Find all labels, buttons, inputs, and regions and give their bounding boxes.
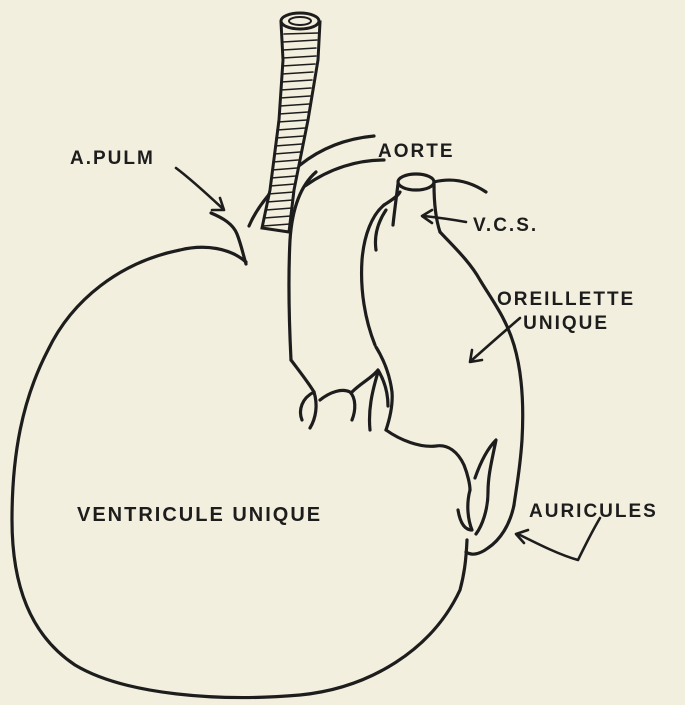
- label-oreillette-line1: OREILLETTE: [497, 288, 635, 312]
- arrow-auricules: [518, 518, 600, 560]
- auricle-fold: [475, 440, 496, 534]
- vcs-opening: [398, 174, 434, 190]
- conus-vessel: [376, 347, 392, 430]
- conus-branch-2: [320, 390, 355, 420]
- label-a-pulm: A.PULM: [70, 147, 155, 171]
- label-vcs: V.C.S.: [473, 214, 538, 238]
- conus-base: [291, 360, 314, 420]
- label-oreillette-unique: OREILLETTE UNIQUE: [497, 288, 635, 336]
- trachea-like-vessel: [262, 13, 320, 232]
- atrium-left-border: [362, 205, 384, 345]
- auricle-edge: [386, 430, 470, 490]
- label-auricules: AURICULES: [529, 500, 658, 524]
- label-ventricule-unique: VENTRICULE UNIQUE: [77, 503, 322, 528]
- vcs-right-wall: [434, 184, 440, 232]
- auricle-left: [458, 490, 472, 530]
- vcs-behind: [434, 180, 486, 192]
- vcs-left-wall: [393, 184, 398, 225]
- ventricle-outline: [12, 247, 467, 697]
- conus-branch-1: [310, 392, 316, 428]
- label-aorte: AORTE: [378, 140, 455, 164]
- label-oreillette-line2: UNIQUE: [497, 312, 635, 336]
- arrow-apulm: [176, 168, 222, 208]
- atrium-inner-lobe: [375, 210, 386, 250]
- conus-branch-4: [369, 372, 378, 430]
